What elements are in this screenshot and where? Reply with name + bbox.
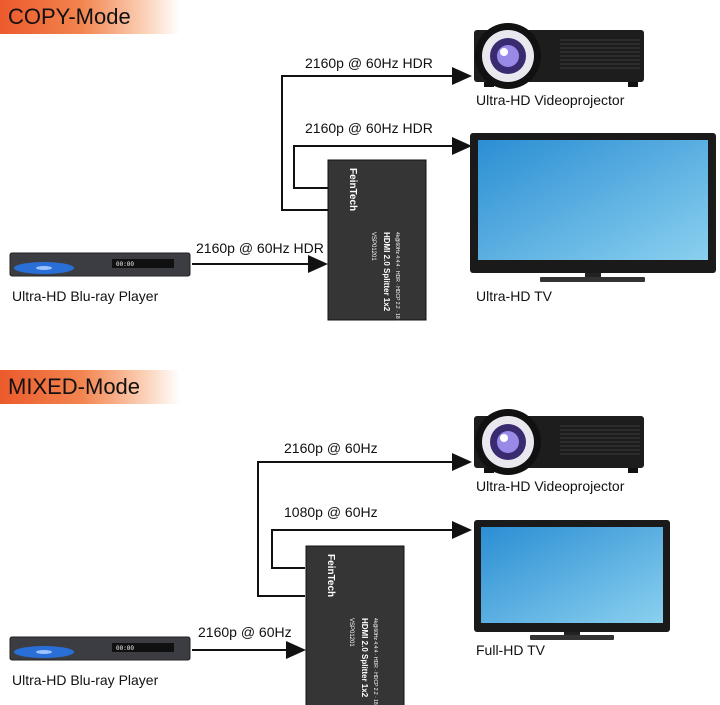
copy-line-projector [281, 75, 455, 211]
mixed-connections [192, 461, 455, 651]
copy-splitter: FeinTech VSP01201 HDMI 2.0 Splitter 1x2 … [327, 159, 427, 334]
mixed-tv [474, 520, 670, 640]
copy-mode-diagram: FeinTech VSP01201 HDMI 2.0 Splitter 1x2 … [9, 23, 716, 334]
mixed-signal-input: 2160p @ 60Hz [198, 624, 292, 640]
mixed-signal-projector: 2160p @ 60Hz [284, 440, 378, 456]
mixed-arrow-projector [452, 453, 472, 471]
copy-splitter-name: HDMI 2.0 Splitter 1x2 [382, 232, 391, 312]
mixed-projector [474, 409, 644, 475]
copy-splitter-brand: FeinTech [347, 168, 358, 211]
mixed-arrow-tv [452, 521, 472, 539]
copy-bluray-player: 00:00 [9, 252, 191, 277]
copy-player-label: Ultra-HD Blu-ray Player [12, 288, 159, 304]
mixed-mode-section: MIXED-Mode [0, 370, 720, 705]
copy-mode-title: COPY-Mode [0, 0, 180, 34]
copy-tv-label: Ultra-HD TV [476, 288, 552, 304]
copy-signal-tv: 2160p @ 60Hz HDR [305, 120, 433, 136]
mixed-projector-label: Ultra-HD Videoprojector [476, 478, 625, 494]
copy-signal-input: 2160p @ 60Hz HDR [196, 240, 324, 256]
copy-signal-projector: 2160p @ 60Hz HDR [305, 55, 433, 71]
mixed-splitter-spec: 4k@60Hz 4:4:4 · HDR · HDCP 2.2 · 18 Gbit… [372, 618, 378, 705]
mixed-line-tv [271, 529, 455, 569]
mixed-player-label: Ultra-HD Blu-ray Player [12, 672, 159, 688]
copy-mode-section: COPY-Mode [0, 0, 720, 350]
mixed-bluray-player: 00:00 [9, 636, 191, 661]
copy-projector-label: Ultra-HD Videoprojector [476, 92, 625, 108]
copy-arrow-tv [452, 137, 472, 155]
copy-player-display: 00:00 [116, 261, 134, 268]
copy-line-tv [293, 145, 455, 189]
copy-projector [474, 23, 644, 89]
mixed-splitter: FeinTech VSP01201 HDMI 2.0 Splitter 1x2 … [305, 545, 405, 705]
mixed-signal-tv: 1080p @ 60Hz [284, 504, 378, 520]
copy-splitter-model: VSP01201 [370, 232, 376, 261]
mixed-mode-diagram: FeinTech VSP01201 HDMI 2.0 Splitter 1x2 … [9, 409, 670, 705]
mixed-player-display: 00:00 [116, 645, 134, 652]
mixed-arrow-input [286, 641, 306, 659]
copy-connections [192, 75, 455, 265]
mixed-splitter-name: HDMI 2.0 Splitter 1x2 [360, 618, 369, 698]
copy-arrow-input [308, 255, 328, 273]
copy-arrow-projector [452, 67, 472, 85]
copy-tv [470, 133, 716, 282]
mixed-mode-title: MIXED-Mode [0, 370, 180, 404]
mixed-splitter-brand: FeinTech [325, 554, 336, 597]
mixed-line-projector [257, 461, 455, 597]
mixed-tv-label: Full-HD TV [476, 642, 545, 658]
copy-splitter-spec: 4k@60Hz 4:4:4 · HDR · HDCP 2.2 · 18 Gbit… [394, 232, 400, 334]
mixed-splitter-model: VSP01201 [348, 618, 354, 647]
